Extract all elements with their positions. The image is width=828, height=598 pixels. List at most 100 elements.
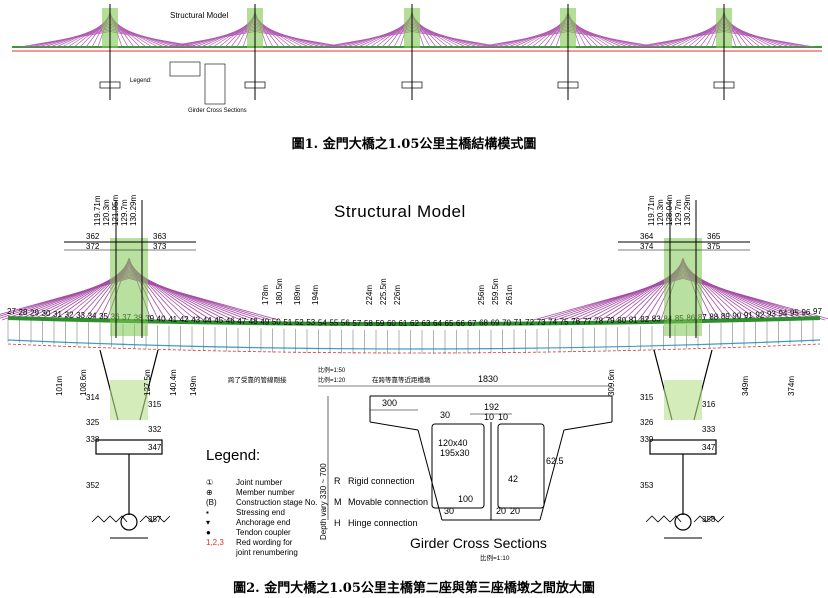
span-label: 178m [261,285,270,305]
pier-joint-label: 357 [148,515,162,524]
tower-height-label: 120.3m [102,199,111,226]
tower-left-top-a: 362 [86,232,100,241]
joint-number: 70 [502,318,511,327]
joint-number: 53 [306,318,315,327]
joint-number: 48 [249,317,258,326]
tower-height-label: 130.29m [683,195,692,226]
section-dimension: 192 [484,402,499,412]
joint-number: 79 [606,316,615,325]
joint-number: 27 [7,307,16,316]
joint-number: 61 [398,319,407,328]
joint-number-row: 2728293031323334353637383940414243444546… [7,307,822,328]
span-label: 224m [365,285,374,305]
legend-label: Joint number [236,478,283,487]
joint-number: 49 [260,317,269,326]
section-dimension: 62.5 [546,456,564,466]
fig1-cable [19,31,111,48]
tower-height-label: 129.7m [120,199,129,226]
fig1-footing [713,81,735,89]
joint-number: 34 [88,311,97,320]
joint-number: 47 [237,317,246,326]
joint-number: 43 [191,316,200,325]
joint-number: 75 [560,317,569,326]
legend-symbol: ▪ [206,508,209,517]
connection-symbol: H [334,518,341,528]
pier-joint-label: 316 [702,400,716,409]
stay-cable [1,274,130,321]
section-dimension: 120x40 [438,438,468,448]
fig1-footing [99,81,121,89]
pier-joint-label: 339 [640,435,654,444]
span-label: 226m [393,285,402,305]
joint-number: 71 [514,318,523,327]
legend-symbol: ▾ [206,518,210,527]
stay-cable [563,273,684,321]
joint-number: 32 [65,310,74,319]
note-left: 跨了受靠的管線剛接 [228,375,287,384]
joint-number: 42 [180,315,189,324]
joint-number: 58 [364,319,373,328]
connection-label: Movable connection [348,497,428,507]
stay-cable [128,276,272,321]
stay-cable [128,278,279,321]
scale-a: 比例=1:50 [318,366,346,374]
joint-number: 63 [422,319,431,328]
tower-height-label: 130.29m [129,195,138,226]
connection-symbol: M [334,497,342,507]
figure-2-title: Structural Model [334,202,466,221]
girder-cross-section [318,385,613,521]
elevation-label: 108.6m [79,369,88,396]
pier-joint-label: 326 [640,418,654,427]
span-label: 261m [505,285,514,305]
span-label: 259.5m [491,278,500,305]
tower-left: 362 363 372 373 [64,200,196,539]
joint-number: 64 [433,319,442,328]
figure-1-title: Structural Model [170,11,228,20]
joint-number: 66 [456,319,465,328]
figure-1-section-label: Girder Cross Sections [188,108,247,114]
pier-joint-label: 353 [640,481,654,490]
section-dimension: 30 [444,506,454,516]
joint-number: 39 [145,314,154,323]
joint-number: 44 [203,316,212,325]
legend-label: Stressing end [236,508,285,517]
joint-number: 74 [548,318,557,327]
fig1-cable [723,31,815,48]
legend-symbol: (B) [206,498,217,507]
joint-number: 83 [652,315,661,324]
elevation-label: 349m [741,376,750,396]
joint-number: 35 [99,312,108,321]
fig1-footing [401,81,423,89]
span-label: 225.5m [379,278,388,305]
tower-left-top-b: 363 [153,232,167,241]
legend-symbol: ⊕ [206,488,213,497]
figure-1-caption: 圖1. 金門大橋之1.05公里主橋結構模式圖 [291,137,537,152]
section-dimension: 10 [484,412,494,422]
joint-number: 54 [318,318,327,327]
figure-2-caption: 圖2. 金門大橋之1.05公里主橋第二座與第三座橋墩之間放大圖 [233,581,595,596]
pier-joint-label: 325 [86,418,100,427]
stay-cable [682,273,803,321]
section-dimension: 30 [440,410,450,420]
elevation-label: 127.5m [143,369,152,396]
joint-number: 50 [272,318,281,327]
joint-number: 62 [410,319,419,328]
fig1-cable [477,31,569,48]
joint-number: 89 [721,312,730,321]
figure-2-model: Structural Model 27282930313233343536373… [0,160,828,570]
pier-joint-label: 347 [702,443,716,452]
legend-label: Anchorage end [236,518,290,527]
legend-label: Construction stage No. [236,498,317,507]
tower-height-label: 119.71m [647,195,656,226]
joint-number: 94 [778,309,787,318]
legend-symbol: ① [206,478,213,487]
tower-left-mid-b: 373 [153,242,167,251]
tower-height-label: 121.95m [111,195,120,226]
joint-number: 45 [214,316,223,325]
joint-number: 67 [468,319,477,328]
fig1-cable [411,31,503,48]
section-dimension: 42 [508,474,518,484]
stay-cable [548,275,684,321]
scale-b: 比例=1:20 [318,376,346,384]
